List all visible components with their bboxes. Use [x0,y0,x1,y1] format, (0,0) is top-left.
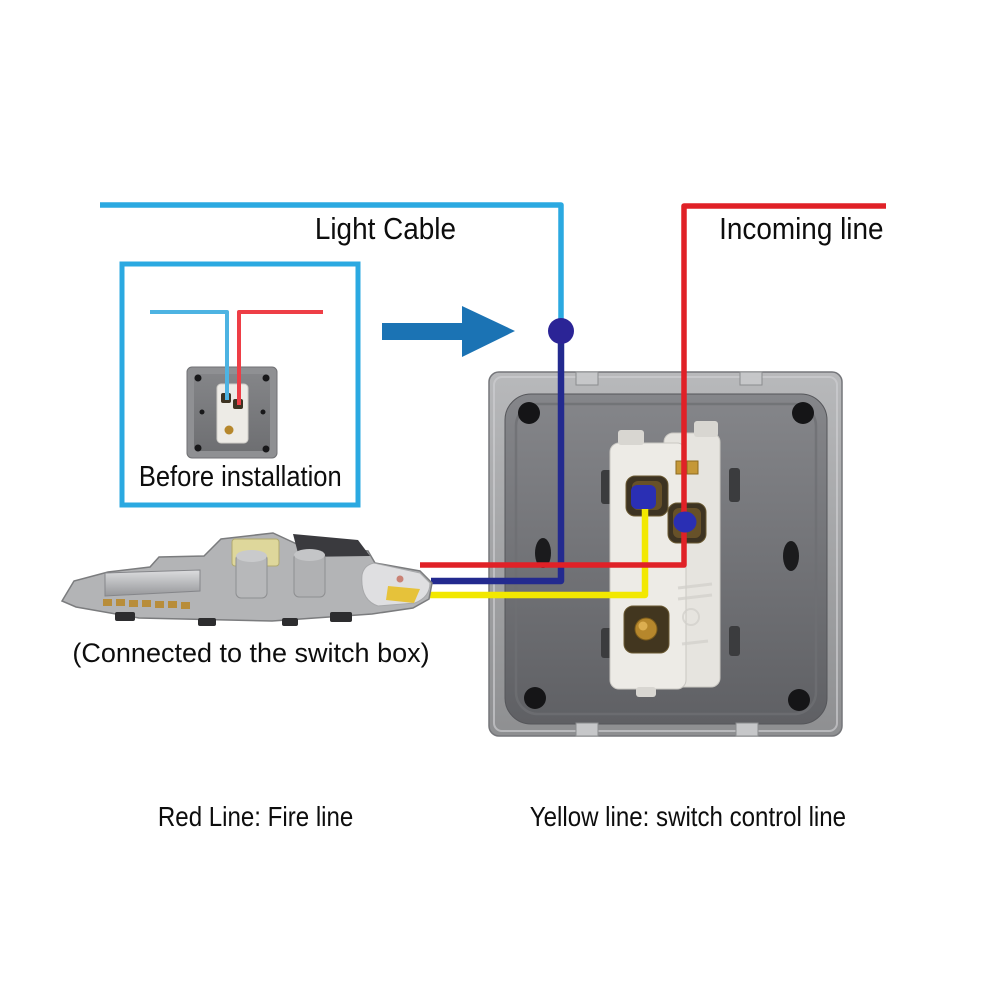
mechanism-top-tab [618,430,644,445]
connected-switch-box-label: (Connected to the switch box) [72,638,430,668]
before-installation-label: Before installation [138,461,342,493]
terminal-marker-square [631,485,656,509]
switch-control-wire-yellow [406,500,649,599]
before-installation-box [119,261,361,508]
panel-side-slots [535,538,799,571]
module-gold-pads [103,599,190,609]
brass-screw-highlight [638,621,648,631]
mini-blue-wire [150,310,229,400]
light-cable-label: Light Cable [314,211,456,246]
incoming-fire-wire-red [420,203,886,568]
mini-red-wire [237,310,323,405]
mechanism-side-clips [601,468,740,658]
gold-contacts [675,460,699,475]
incoming-line-label: Incoming line [718,211,884,246]
panel-rim-highlight [493,376,838,732]
switch-module-photo [60,532,433,626]
wiring [100,202,886,599]
embossed-markings [677,582,713,646]
neutral-wire-navy [431,336,565,585]
panel-mount-tabs [575,371,763,737]
junction-dot [548,318,574,344]
mini-brass-screw [224,425,234,435]
module-solder-bumps [115,612,352,626]
legend-red-line: Red Line: Fire line [158,801,354,832]
arrow-right-icon [382,306,515,357]
panel-screw-holes [518,402,814,711]
mini-switch-photo [186,366,278,459]
module-metal-shield [104,569,201,597]
legend-yellow-line: Yellow line: switch control line [529,801,847,832]
switch-mechanism [609,421,721,697]
light-cable-wire-blue [100,202,564,322]
mechanism-bottom-tab [636,687,656,697]
switch-panel-photo [488,371,843,737]
mini-mechanism [216,383,249,444]
connector-red-wire-end [396,575,404,583]
mini-screw-holes [194,374,270,453]
panel-molded-contour [514,402,818,716]
mechanism-top-tab [694,421,718,437]
terminal-marker-circle [673,511,697,533]
module-capacitors [235,549,326,599]
connector-yellow-wire-end [386,586,420,603]
